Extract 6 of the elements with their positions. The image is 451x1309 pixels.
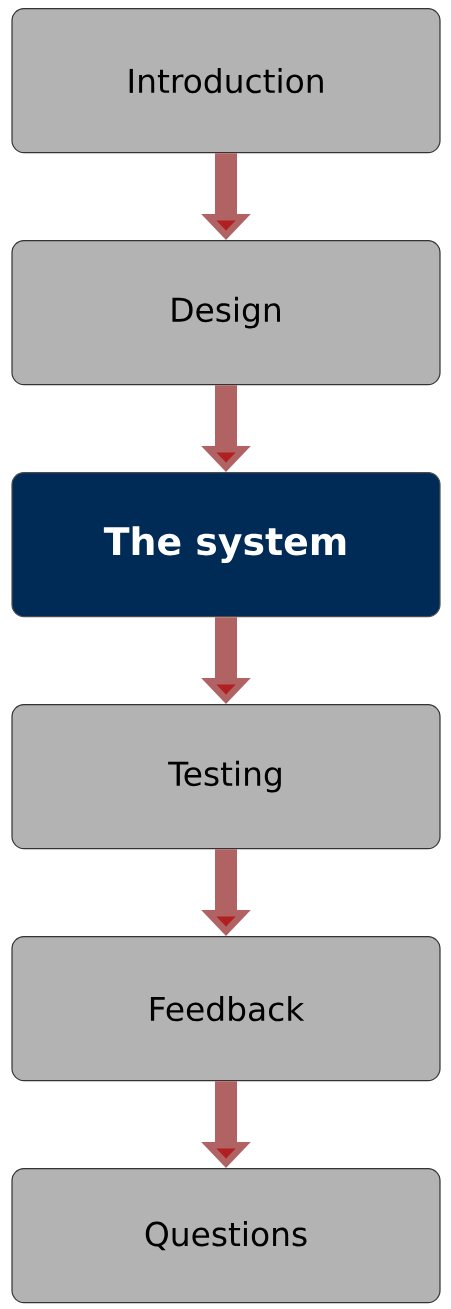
process-box: Introduction <box>11 8 441 154</box>
process-box: Testing <box>11 704 441 850</box>
process-box: Feedback <box>11 936 441 1082</box>
process-box: Design <box>11 240 441 386</box>
highlighted-box: The system <box>11 472 441 618</box>
process-box: Questions <box>11 1168 441 1304</box>
